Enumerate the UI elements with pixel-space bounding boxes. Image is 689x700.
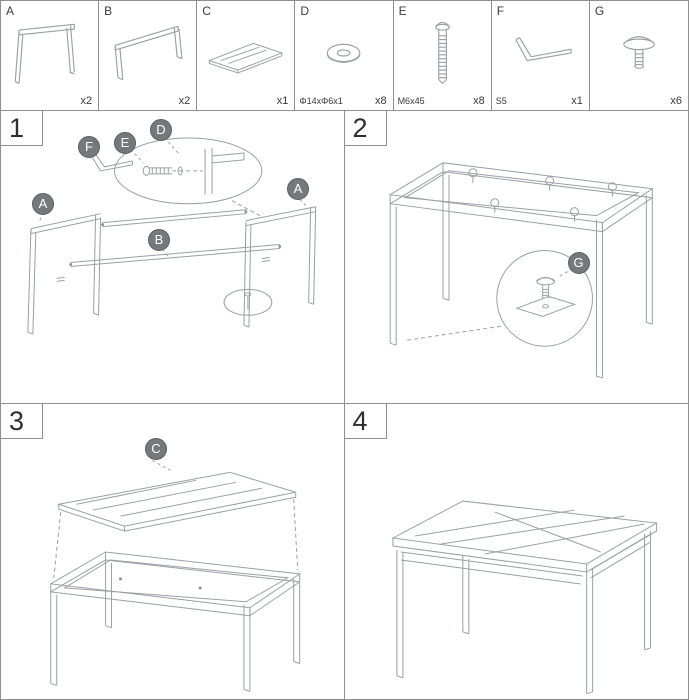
glide-foot-icon xyxy=(623,36,655,69)
part-cell-e: E M6x45 x8 xyxy=(393,1,492,110)
part-label: G xyxy=(594,4,605,18)
step-4-drawing xyxy=(390,500,658,695)
bolt-icon xyxy=(434,21,450,85)
part-spec: M6x45 xyxy=(397,96,425,106)
part-qty: x1 xyxy=(571,95,583,107)
part-cell-g: G x6 xyxy=(589,1,688,110)
assembly-steps: 1 xyxy=(1,111,688,699)
step-2-panel: 2 xyxy=(344,111,688,404)
part-spec: Φ14xΦ6x1 xyxy=(299,96,343,106)
part-label: D xyxy=(300,4,310,18)
part-cell-a: A x2 xyxy=(1,1,100,110)
step-2-drawing xyxy=(388,162,654,379)
callout-f: F xyxy=(78,136,100,158)
callout-c: C xyxy=(145,438,167,460)
step-number: 4 xyxy=(344,404,387,439)
part-cell-d: D Φ14xΦ6x1 x8 xyxy=(295,1,394,110)
parts-list: A x2 B xyxy=(1,1,688,111)
part-cell-c: C x1 xyxy=(197,1,296,110)
step-number: 1 xyxy=(1,111,43,146)
part-label: F xyxy=(496,4,505,18)
part-qty: x6 xyxy=(670,95,682,107)
step-number: 3 xyxy=(1,404,43,439)
part-qty: x1 xyxy=(276,95,289,107)
callout-e: E xyxy=(114,132,136,154)
table-top-icon xyxy=(208,42,284,74)
step-1-panel: 1 xyxy=(1,111,345,404)
step-1-drawing xyxy=(27,132,317,335)
part-cell-f: F S5 x1 xyxy=(491,1,590,110)
callout-a-left: A xyxy=(32,193,54,215)
side-frame-2-icon xyxy=(114,25,183,81)
part-label: A xyxy=(6,4,15,18)
callout-g: G xyxy=(567,252,590,274)
callout-b: B xyxy=(148,229,170,251)
step-4-panel: 4 xyxy=(344,404,688,699)
side-frame-icon xyxy=(14,23,75,84)
washer-icon xyxy=(327,43,361,64)
part-qty: x2 xyxy=(178,95,191,107)
part-cell-b: B x2 xyxy=(99,1,198,110)
step-3-drawing xyxy=(49,459,302,692)
part-qty: x8 xyxy=(374,95,387,107)
part-label: E xyxy=(398,4,407,18)
callout-a-right: A xyxy=(287,178,309,200)
allen-key-icon xyxy=(514,37,572,62)
part-label: B xyxy=(104,4,113,18)
part-qty: x2 xyxy=(80,95,93,107)
part-qty: x8 xyxy=(473,95,485,107)
part-spec: S5 xyxy=(495,96,507,106)
callout-d: D xyxy=(150,119,172,141)
step-number: 2 xyxy=(344,111,387,146)
step-3-panel: 3 xyxy=(1,404,345,699)
part-label: C xyxy=(202,4,211,18)
